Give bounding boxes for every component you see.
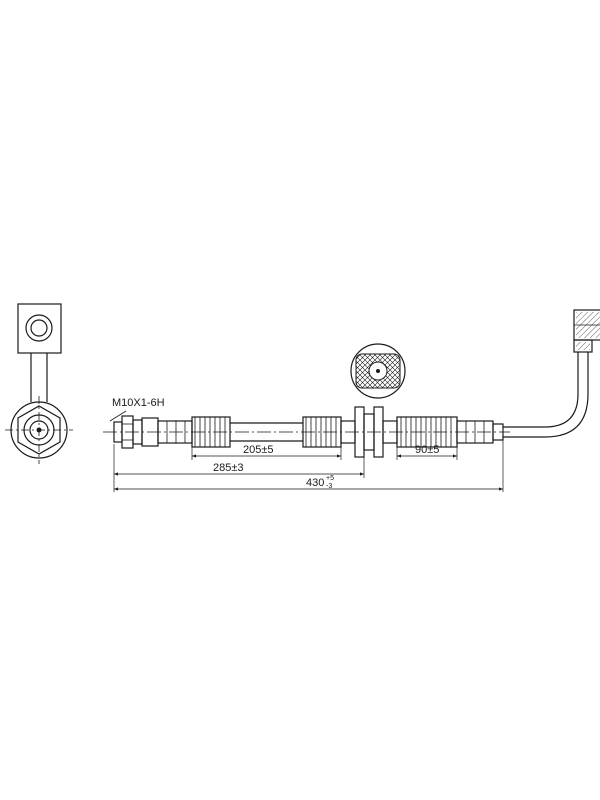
dim-430-upper-tolerance: +5 bbox=[326, 475, 334, 482]
dimension-lines bbox=[113, 440, 504, 492]
spring-guard-3 bbox=[396, 416, 458, 448]
hose-cross-section bbox=[350, 343, 406, 399]
dimension-labels: M10X1-6H 205±5 90±5 285±3 430 +5 -3 bbox=[112, 397, 439, 490]
tube-end-collar-hatch bbox=[576, 342, 590, 350]
dim-90-label: 90±5 bbox=[415, 444, 439, 456]
banjo-bore-outer bbox=[25, 314, 53, 342]
spring-guard-1-envelope bbox=[191, 416, 231, 448]
banjo-square-body bbox=[17, 303, 62, 354]
left-end-fitting bbox=[109, 410, 193, 449]
thread-leader-line bbox=[109, 410, 127, 422]
ferrule-right bbox=[456, 420, 504, 444]
spring-guard-3-coils bbox=[400, 417, 452, 447]
section-outer-circle bbox=[350, 343, 406, 399]
thread-spec-label: M10X1-6H bbox=[112, 397, 165, 409]
dim-430-label: 430 bbox=[306, 477, 324, 489]
dim-430-lower-tolerance: -3 bbox=[326, 483, 332, 490]
nut-hex-outline bbox=[17, 405, 61, 455]
spring-guard-1 bbox=[191, 416, 231, 448]
dim-285-label: 285±3 bbox=[213, 462, 244, 474]
right-banjo-fitting bbox=[573, 309, 600, 341]
dim-205-label: 205±5 bbox=[243, 444, 274, 456]
tube-inner-wall bbox=[503, 352, 589, 438]
center-mounting-bracket bbox=[340, 406, 398, 458]
tube-outer-wall bbox=[503, 352, 579, 428]
ferrule-right-neck bbox=[492, 423, 504, 441]
left-end-view bbox=[5, 303, 73, 464]
spring-guard-2-coils bbox=[305, 417, 337, 447]
hose-side-view bbox=[103, 309, 600, 458]
section-center-dot bbox=[376, 369, 380, 373]
banjo-bore-inner bbox=[30, 319, 48, 337]
spring-guard-1-coils bbox=[194, 417, 226, 447]
steel-tube-bend bbox=[503, 339, 593, 438]
